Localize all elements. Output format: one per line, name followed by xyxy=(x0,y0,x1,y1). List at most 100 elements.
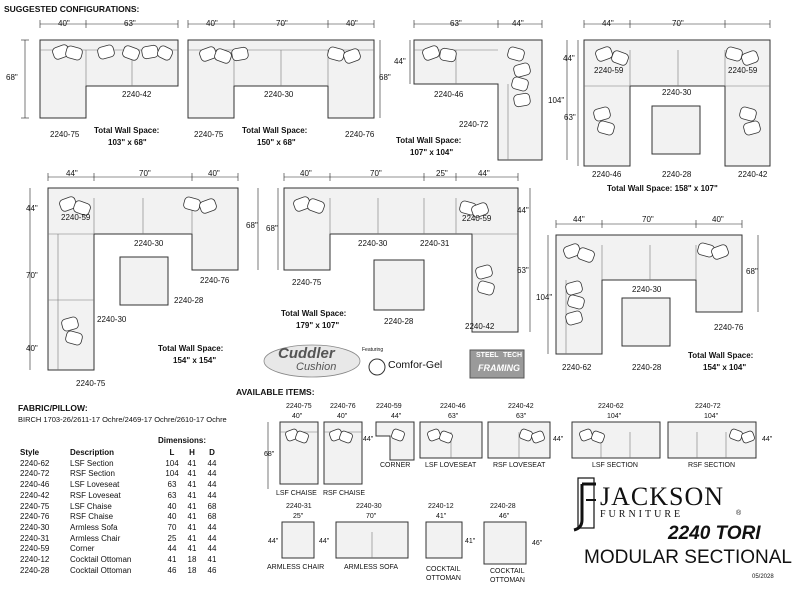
config5-wall-label: Total Wall Space: xyxy=(158,344,224,353)
item-2240-30-name: ARMLESS SOFA xyxy=(344,564,399,571)
comfor-gel-logo: Comfor-Gel xyxy=(388,359,443,371)
dimensions-cell-h: 41 xyxy=(187,533,197,543)
dimensions-cell-style: 2240-31 xyxy=(20,533,50,543)
item-2240-31-width: 25" xyxy=(293,513,304,520)
item-2240-59-width: 44" xyxy=(391,413,402,420)
available-items-title: AVAILABLE ITEMS: xyxy=(236,387,315,397)
config4-dim-b: 70" xyxy=(672,19,684,28)
item-2240-42-name: RSF LOVESEAT xyxy=(493,462,546,469)
dimensions-cell-l: 70 xyxy=(167,522,177,532)
item-2240-28-name-b: OTTOMAN xyxy=(490,577,525,584)
config7-model-b: 2240-76 xyxy=(714,323,744,332)
item-2240-42-depth: 44" xyxy=(553,436,564,443)
config5-dim-g: 68" xyxy=(246,221,258,230)
dimensions-cell-style: 2240-30 xyxy=(20,522,50,532)
config5-model-d: 2240-28 xyxy=(174,296,204,305)
config3-wall-label: Total Wall Space: xyxy=(396,136,462,145)
config5-dim-e: 70" xyxy=(26,271,38,280)
item-2240-12-name-b: OTTOMAN xyxy=(426,575,461,582)
dimensions-cell-h: 41 xyxy=(187,512,197,522)
dimensions-cell-style: 2240-28 xyxy=(20,565,50,575)
dimensions-cell-h: 18 xyxy=(187,555,197,565)
header-d: D xyxy=(209,448,215,457)
dimensions-cell-description: RSF Loveseat xyxy=(70,490,121,500)
header-description: Description xyxy=(70,448,115,457)
fabric-title: FABRIC/PILLOW: xyxy=(18,403,88,413)
item-2240-72-depth: 44" xyxy=(762,436,773,443)
config2-wall-label: Total Wall Space: xyxy=(242,126,308,135)
config5-dim-d: 44" xyxy=(26,204,38,213)
config4-model-a: 2240-59 xyxy=(594,66,624,75)
item-2240-75-name: LSF CHAISE xyxy=(276,490,317,497)
dimensions-cell-l: 104 xyxy=(165,458,179,468)
steel-tech-logo-bottom: FRAMING xyxy=(478,363,520,373)
dimensions-cell-d: 44 xyxy=(207,533,217,543)
steel-tech-logo-top: STEEL xyxy=(476,352,499,359)
config2-model-b: 2240-75 xyxy=(194,130,224,139)
dimensions-cell-description: Corner xyxy=(70,544,95,554)
dimensions-cell-d: 44 xyxy=(207,544,217,554)
brand-trademark: ® xyxy=(736,510,742,517)
item-2240-59-name: CORNER xyxy=(380,462,411,469)
dimensions-cell-description: RSF Section xyxy=(70,469,115,479)
dimensions-cell-d: 44 xyxy=(207,522,217,532)
config4-model-e: 2240-28 xyxy=(662,170,692,179)
dimensions-cell-description: LSF Chaise xyxy=(70,501,112,511)
item-2240-72-name: RSF SECTION xyxy=(688,462,736,469)
dimensions-cell-d: 44 xyxy=(207,480,217,490)
config4-drawing xyxy=(577,20,771,167)
config7-dim-b: 70" xyxy=(642,215,654,224)
item-2240-42-width: 63" xyxy=(516,413,527,420)
item-2240-75-depth: 68" xyxy=(264,451,275,458)
config6-dim-g: 63" xyxy=(517,266,529,275)
dimensions-cell-description: Cocktail Ottoman xyxy=(70,565,132,575)
dimensions-cell-l: 41 xyxy=(167,555,177,565)
product-collection: MODULAR SECTIONAL xyxy=(584,547,792,568)
item-2240-76-width: 40" xyxy=(337,413,348,420)
config6-dim-a: 40" xyxy=(300,169,312,178)
header-style: Style xyxy=(20,448,40,457)
item-2240-12-width: 41" xyxy=(436,513,447,520)
product-model: 2240 TORI xyxy=(668,523,761,544)
dimensions-cell-l: 44 xyxy=(167,544,177,554)
dimensions-cell-h: 41 xyxy=(187,480,197,490)
config4-model-b: 2240-59 xyxy=(728,66,758,75)
item-2240-46-width: 63" xyxy=(448,413,459,420)
config7-wall-label: Total Wall Space: xyxy=(688,351,754,360)
config5-model-a: 2240-59 xyxy=(61,213,91,222)
config6-wall-value: 179" x 107" xyxy=(296,321,340,330)
dimensions-cell-l: 104 xyxy=(165,469,179,479)
config2-model-a: 2240-30 xyxy=(264,90,294,99)
item-2240-30-code: 2240-30 xyxy=(356,503,382,510)
item-2240-28-name-a: COCKTAIL xyxy=(490,568,525,575)
config5-wall-value: 154" x 154" xyxy=(173,356,217,365)
config4-model-f: 2240-42 xyxy=(738,170,768,179)
config5-drawing xyxy=(29,173,259,371)
dimensions-cell-description: Armless Chair xyxy=(70,533,121,543)
config6-model-b: 2240-31 xyxy=(420,239,450,248)
dimensions-cell-h: 41 xyxy=(187,544,197,554)
config7-model-a: 2240-30 xyxy=(632,285,662,294)
dimensions-cell-d: 44 xyxy=(207,458,217,468)
config5-dim-c: 40" xyxy=(208,169,220,178)
config5-dim-f: 40" xyxy=(26,344,38,353)
config6-dim-d: 44" xyxy=(478,169,490,178)
header-h: H xyxy=(189,448,195,457)
item-2240-12-name-a: COCKTAIL xyxy=(426,566,461,573)
config1-drawing xyxy=(21,20,179,119)
config4-wall: Total Wall Space: 158" x 107" xyxy=(607,184,718,193)
config3-model-b: 2240-72 xyxy=(459,120,489,129)
dimensions-cell-l: 25 xyxy=(167,533,177,543)
config5-model-e: 2240-30 xyxy=(97,315,127,324)
dimensions-cell-l: 63 xyxy=(167,480,177,490)
dimensions-cell-style: 2240-72 xyxy=(20,469,50,479)
item-2240-28-code: 2240-28 xyxy=(490,503,516,510)
header-l: L xyxy=(169,448,175,457)
dimensions-cell-l: 40 xyxy=(167,512,177,522)
config5-model-b: 2240-30 xyxy=(134,239,164,248)
